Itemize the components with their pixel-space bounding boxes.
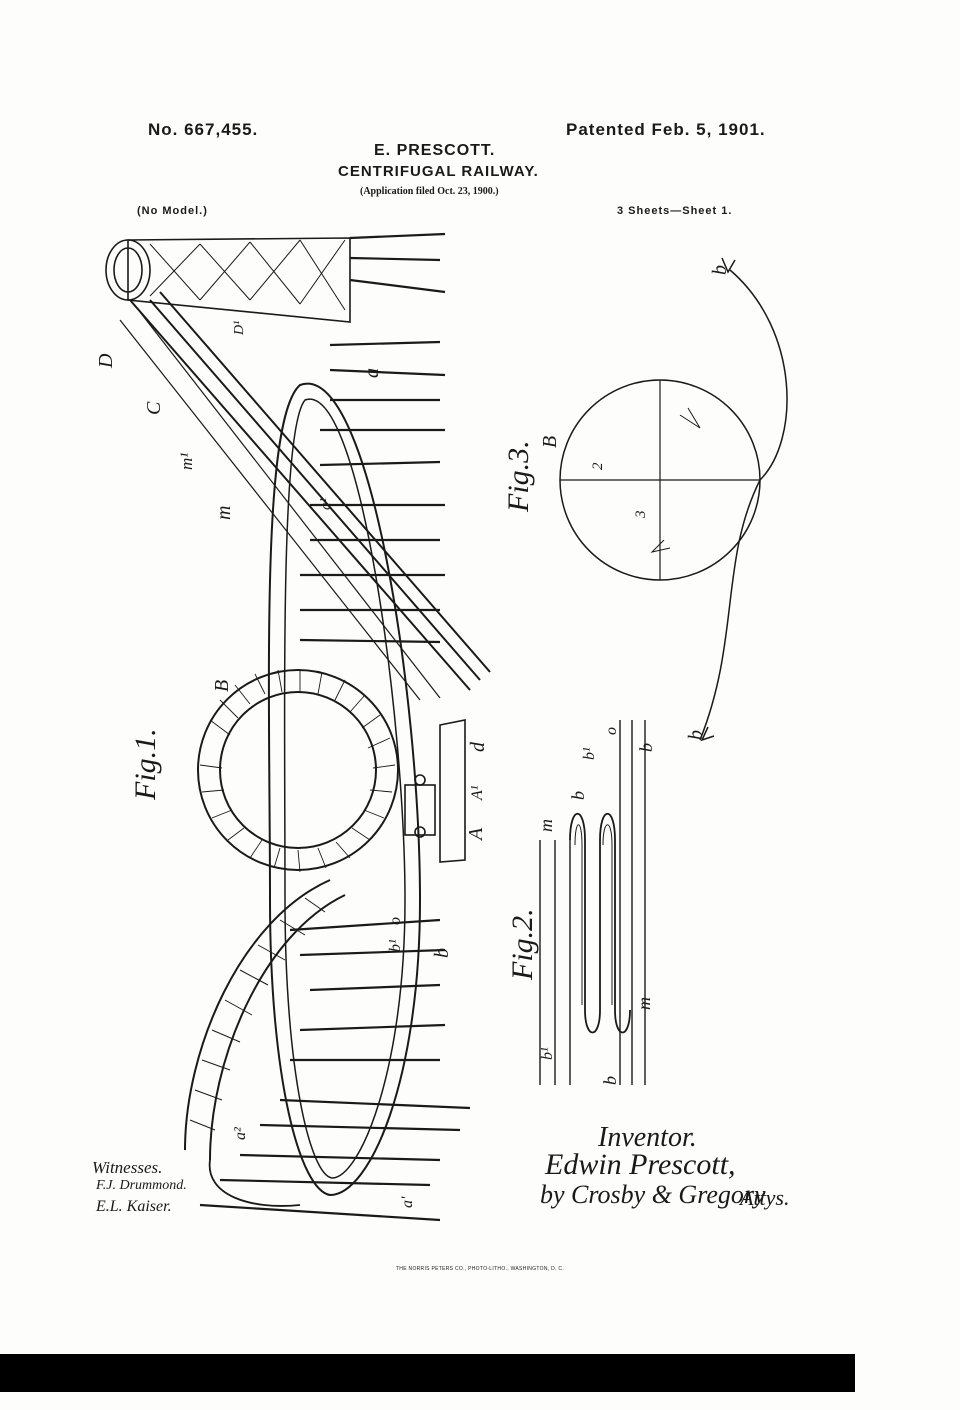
label-b1-fig1: b¹ <box>387 939 404 952</box>
fig3-label-3: 3 <box>633 511 649 520</box>
patent-title: CENTRIFUGAL RAILWAY. <box>338 163 539 180</box>
fig2-drawing <box>539 720 646 1085</box>
label-m1: m¹ <box>177 453 196 470</box>
fig3-label-b-bottom: b <box>685 730 707 740</box>
loop-inner <box>219 691 377 849</box>
fig3-label-2: 2 <box>590 462 606 470</box>
fig2-coil-outer <box>569 812 631 1034</box>
lower-truss-rails <box>184 879 346 1161</box>
label-m: m <box>213 506 235 520</box>
car-wheel-top <box>414 774 426 786</box>
label-a2: a² <box>232 1126 249 1140</box>
fig2-label-b: b <box>568 791 588 800</box>
fig1-caption: Fig.1. <box>129 728 162 801</box>
attorneys-label: Attys. <box>740 1185 790 1210</box>
witness-2: E.L. Kaiser. <box>96 1198 172 1215</box>
witnesses-label: Witnesses. <box>92 1158 163 1177</box>
fig2-label-b-bottom: b <box>600 1076 620 1085</box>
incline-truss <box>119 311 441 701</box>
bottom-curve <box>208 1159 301 1207</box>
application-filed: (Application filed Oct. 23, 1900.) <box>360 186 499 197</box>
label-a-top: a <box>361 368 383 378</box>
support-posts-upper <box>299 232 446 644</box>
top-truss-frame <box>127 237 351 323</box>
fig3-drawing <box>559 257 788 742</box>
label-d: d <box>467 741 489 752</box>
fig2-label-b-top: b <box>636 743 656 752</box>
label-C: C <box>143 401 165 415</box>
label-A: A <box>465 827 487 842</box>
sheet-count: 3 Sheets—Sheet 1. <box>617 205 733 217</box>
fig3-arrow-bottom <box>700 726 715 742</box>
label-o-fig1: o <box>387 917 404 925</box>
inventor-name: E. PRESCOTT. <box>374 142 496 159</box>
scan-bottom-bar <box>0 1354 855 1392</box>
fig3-caption: Fig.3. <box>502 440 535 513</box>
fig1-structure <box>105 232 491 1222</box>
fig3-arrow-top <box>721 257 736 274</box>
descending-track <box>129 291 491 691</box>
patent-date: Patented Feb. 5, 1901. <box>566 120 766 139</box>
label-b-fig1: b <box>431 948 453 958</box>
fig2-label-o: o <box>603 727 620 735</box>
fig3-label-B: B <box>539 436 561 448</box>
loop-outer <box>197 669 399 871</box>
station-platform <box>439 719 466 863</box>
loop-lattice <box>199 669 396 873</box>
label-A1: A¹ <box>469 785 486 801</box>
label-B: B <box>211 680 233 692</box>
attorney-signature: by Crosby & Gregory <box>540 1180 766 1209</box>
fig2-caption: Fig.2. <box>506 908 539 981</box>
fig1-labels: D D¹ C m¹ m a a¹ B d A¹ A o b¹ b a² a' F… <box>95 321 489 1208</box>
fig2-coil-inner <box>574 824 613 1005</box>
inventor-signature: Edwin Prescott, <box>545 1148 736 1181</box>
label-a1: a¹ <box>318 498 334 511</box>
support-posts-lower <box>199 918 471 1222</box>
fig3-label-b-top: b <box>709 265 731 275</box>
witness-1: F.J. Drummond. <box>96 1178 187 1193</box>
fig3-path-curve <box>699 269 788 741</box>
fig2-right-rails <box>619 720 646 1085</box>
fig3-axes <box>560 380 760 580</box>
oval-track-outer <box>267 382 422 1197</box>
label-a-prime: a' <box>399 1196 416 1208</box>
fig2-label-m-bottom: m <box>634 997 654 1010</box>
fig3-arrow-inner-bottom <box>650 539 671 553</box>
fig2-left-rails <box>539 840 571 1085</box>
car-wheel-bottom <box>414 826 426 838</box>
fig2-label-b1: b¹ <box>581 747 598 760</box>
label-D: D <box>95 353 117 369</box>
lower-truss-bracing <box>189 897 326 1131</box>
top-truss-bracing <box>149 239 346 311</box>
label-D1: D¹ <box>232 321 247 336</box>
printer-imprint: THE NORRIS PETERS CO., PHOTO-LITHO., WAS… <box>395 1266 565 1272</box>
model-note: (No Model.) <box>137 205 208 217</box>
fig3-arrow-inner-top <box>679 407 701 429</box>
inventor-label: Inventor. <box>598 1122 697 1153</box>
patent-number: No. 667,455. <box>148 120 259 139</box>
fig3-labels: b b B 2 3 Fig.3. <box>502 265 731 740</box>
fig2-label-b1-bottom: b¹ <box>539 1047 556 1060</box>
fig2-labels: m b b¹ o b m b¹ b Fig.2. <box>506 727 656 1085</box>
fig2-label-m-top: m <box>536 819 556 832</box>
oval-track-inner <box>283 398 406 1179</box>
